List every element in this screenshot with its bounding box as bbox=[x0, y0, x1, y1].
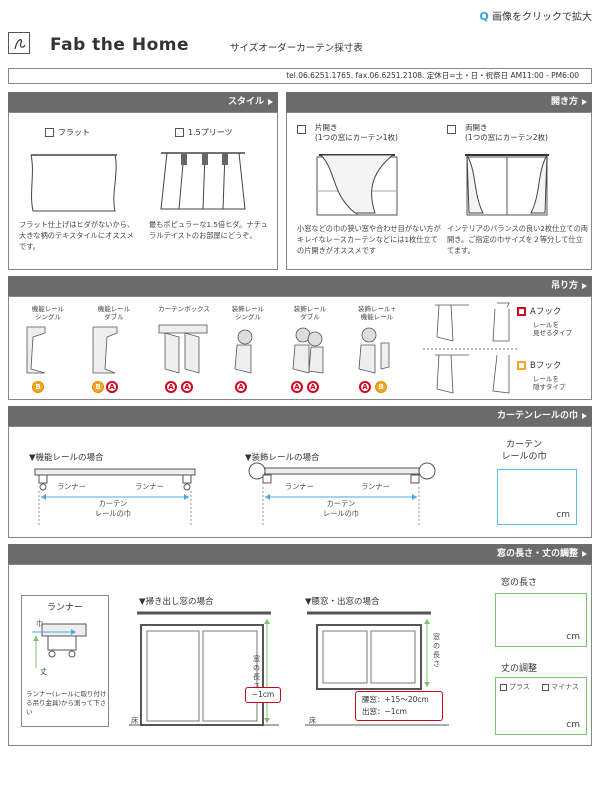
pleats-checkbox[interactable] bbox=[175, 128, 184, 137]
hook-a-checkbox[interactable] bbox=[517, 307, 526, 316]
search-icon: Q bbox=[479, 10, 489, 23]
length-adjust-input[interactable]: プラス マイナス cm bbox=[495, 677, 587, 735]
single-open-description: 小窓などの巾の狭い窓や合わせ目がない方がキレイなレースカーテンなどには1枚仕立て… bbox=[297, 224, 441, 255]
open-header: 開き方 bbox=[286, 92, 592, 112]
hook-badge-b: B bbox=[92, 381, 104, 393]
rail-width-input[interactable]: cm bbox=[497, 469, 577, 525]
hook-badge-b: B bbox=[375, 381, 387, 393]
window-length-input[interactable]: cm bbox=[495, 593, 587, 647]
rail-header: カーテンレールの巾 bbox=[8, 406, 592, 426]
hook-badge-a: A bbox=[235, 381, 247, 393]
runner-box: ランナー 巾 丈 ランナー(レールに取り付ける吊り金具)から測って下さい bbox=[21, 595, 109, 727]
hook-a-option[interactable]: Aフック bbox=[517, 305, 561, 317]
brand-name: Fab the Home bbox=[50, 35, 190, 55]
hang-type-label: 装飾レール ダブル bbox=[293, 305, 327, 321]
pleats-description: 最もポピュラーな1.5倍ヒダ。ナチュラルテイストのお部屋にどうぞ。 bbox=[149, 220, 269, 240]
style-option-flat[interactable]: フラット bbox=[45, 127, 90, 138]
contact-bar: tel.06.6251.1765. fax.06.6251.2108. 定休日=… bbox=[8, 68, 592, 84]
hook-badge-a: A bbox=[106, 381, 118, 393]
rail-case-functional: ▼機能レールの場合 bbox=[29, 453, 104, 463]
window-panel: ランナー 巾 丈 ランナー(レールに取り付ける吊り金具)から測って下さい ▼掃き… bbox=[8, 564, 592, 746]
runner-label: ランナー bbox=[135, 482, 164, 491]
rail-case-decorative: ▼装飾レールの場合 bbox=[245, 453, 320, 463]
window-header: 窓の長さ・丈の調整 bbox=[8, 544, 592, 564]
rail-width-label: カーテン レールの巾 bbox=[95, 499, 131, 518]
rail-width-label: カーテン レールの巾 bbox=[323, 499, 359, 518]
open-panel: 片開き(1つの窓にカーテン1枚) 両開き(1つの窓にカーテン2枚) 小窓などの巾… bbox=[286, 112, 592, 270]
window-length-label: 窓の長さ bbox=[253, 655, 260, 690]
hang-type-label: 装飾レール シングル bbox=[231, 305, 265, 321]
runner-label: ランナー bbox=[57, 482, 86, 491]
hang-type-label: カーテンボックス bbox=[158, 305, 210, 313]
hook-b-option[interactable]: Bフック bbox=[517, 359, 561, 371]
hang-type-label: 機能レール ダブル bbox=[97, 305, 131, 321]
hook-badge-a: A bbox=[291, 381, 303, 393]
length-adjust-input-label: 丈の調整 bbox=[501, 664, 538, 674]
hang-illustrations bbox=[26, 302, 519, 394]
flat-checkbox[interactable] bbox=[45, 128, 54, 137]
style-option-pleats[interactable]: 1.5プリーツ bbox=[175, 127, 233, 138]
zoom-link[interactable]: Q 画像をクリックで拡大 bbox=[479, 10, 592, 23]
runner-label: ランナー bbox=[285, 482, 314, 491]
rail-input-label: カーテン レールの巾 bbox=[501, 440, 547, 462]
minus-1cm-callout: −1cm bbox=[245, 687, 281, 703]
double-open-checkbox[interactable] bbox=[447, 125, 456, 134]
style-header: スタイル bbox=[8, 92, 278, 112]
window-length-input-label: 窓の長さ bbox=[501, 578, 538, 588]
single-open-checkbox[interactable] bbox=[297, 125, 306, 134]
hook-b-checkbox[interactable] bbox=[517, 361, 526, 370]
hook-badge-a: A bbox=[359, 381, 371, 393]
runner-label: ランナー bbox=[361, 482, 390, 491]
hook-badge-a: A bbox=[307, 381, 319, 393]
hook-badge-a: A bbox=[181, 381, 193, 393]
window-length-label: 窓の長さ bbox=[433, 633, 440, 668]
floor-label: 床 bbox=[131, 716, 139, 725]
floor-label: 床 bbox=[309, 716, 317, 725]
minus-checkbox[interactable] bbox=[542, 683, 549, 691]
logo-icon bbox=[8, 32, 30, 54]
rail-panel: ▼機能レールの場合 ▼装飾レールの場合 ランナー ランナー カーテン レールの巾… bbox=[8, 426, 592, 538]
flat-description: フラット仕上げはヒダがないから、大きな柄のテキスタイルにオススメです。 bbox=[19, 220, 135, 251]
hang-header: 吊り方 bbox=[8, 276, 592, 296]
adjust-callout: 腰窓：+15〜20cm 出窓：−1cm bbox=[355, 691, 443, 721]
page-subtitle: サイズオーダーカーテン採寸表 bbox=[230, 43, 363, 54]
open-window-illustrations bbox=[316, 154, 549, 216]
plus-option[interactable]: プラス bbox=[500, 682, 530, 692]
window-illustrations bbox=[129, 611, 449, 726]
hook-badge-a: A bbox=[165, 381, 177, 393]
window-case-floor: ▼掃き出し窓の場合 bbox=[139, 597, 214, 607]
hang-type-label: 機能レール シングル bbox=[31, 305, 65, 321]
open-option-double[interactable]: 両開き(1つの窓にカーテン2枚) bbox=[447, 123, 548, 143]
rail-illustrations bbox=[34, 462, 436, 527]
window-case-waist: ▼腰窓・出窓の場合 bbox=[305, 597, 380, 607]
hang-panel: 機能レール シングル 機能レール ダブル カーテンボックス 装飾レール シングル… bbox=[8, 296, 592, 400]
style-curtain-illustrations bbox=[30, 152, 246, 212]
plus-checkbox[interactable] bbox=[500, 683, 507, 691]
minus-option[interactable]: マイナス bbox=[542, 682, 579, 692]
hook-badge-b: B bbox=[32, 381, 44, 393]
hook-a-description: レールを 見せるタイプ bbox=[533, 321, 572, 337]
hang-type-label: 装飾レール+ 機能レール bbox=[358, 305, 396, 321]
open-option-single[interactable]: 片開き(1つの窓にカーテン1枚) bbox=[297, 123, 398, 143]
style-panel: フラット 1.5プリーツ フラット仕上げはヒダがないから、大きな柄のテキスタイル… bbox=[8, 112, 278, 270]
hook-b-description: レールを 隠すタイプ bbox=[533, 375, 566, 391]
double-open-description: インテリアのバランスの良い2枚仕立ての両開き。ご指定の巾サイズを２等分して仕立て… bbox=[447, 224, 588, 255]
